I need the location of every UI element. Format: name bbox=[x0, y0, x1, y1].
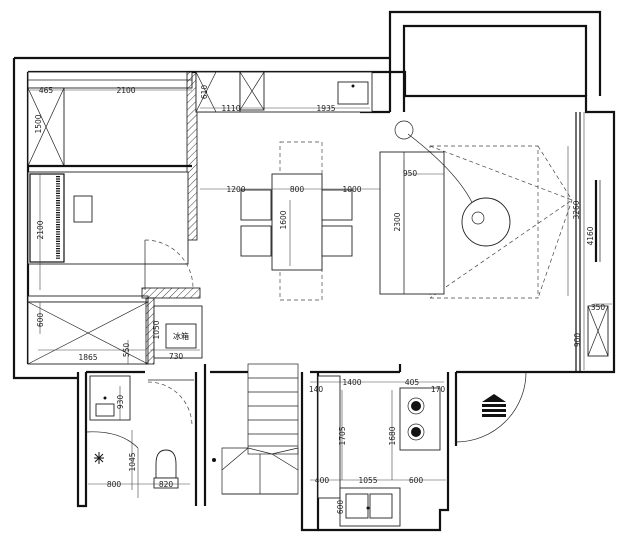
counter-left bbox=[317, 375, 341, 499]
dim-170: 170 bbox=[431, 385, 446, 394]
dim-550: 550 bbox=[122, 343, 131, 358]
entrance bbox=[454, 371, 527, 446]
dim-1200: 1200 bbox=[226, 185, 245, 194]
dim-1705: 1705 bbox=[338, 426, 347, 445]
dim-1600: 1600 bbox=[279, 210, 288, 229]
dim-610: 610 bbox=[200, 85, 209, 100]
lamp-base-icon bbox=[394, 120, 414, 140]
dim-800-bath: 800 bbox=[107, 480, 122, 489]
dim-1110: 1110 bbox=[221, 104, 240, 113]
dim-600-kitchen: 600 bbox=[409, 476, 424, 485]
bedroom bbox=[27, 71, 201, 365]
fridge: 冰箱 bbox=[153, 305, 203, 359]
desk bbox=[27, 171, 189, 265]
dimension-lines bbox=[30, 89, 612, 490]
dim-730: 730 bbox=[169, 352, 184, 361]
dim-930: 930 bbox=[116, 395, 125, 410]
balcony bbox=[388, 10, 602, 112]
bathroom bbox=[85, 375, 194, 498]
sink-icon bbox=[345, 493, 369, 519]
upper-counter bbox=[195, 71, 373, 113]
dim-820: 820 bbox=[159, 480, 174, 489]
living-set bbox=[379, 120, 573, 299]
dim-1055: 1055 bbox=[358, 476, 377, 485]
chair bbox=[73, 195, 93, 223]
exterior-walls bbox=[12, 56, 616, 532]
entrance-arrow-icon bbox=[482, 394, 506, 417]
dim-140: 140 bbox=[309, 385, 324, 394]
dim-1935: 1935 bbox=[316, 104, 335, 113]
dining-set bbox=[240, 141, 353, 301]
dim-600-left: 600 bbox=[36, 313, 45, 328]
dim-2100-left: 2100 bbox=[36, 220, 45, 239]
shower-head-icon bbox=[94, 452, 104, 464]
dim-1045: 1045 bbox=[128, 452, 137, 471]
dim-1680: 1680 bbox=[388, 426, 397, 445]
dim-405: 405 bbox=[405, 378, 420, 387]
dimension-labels: 465 2100 610 1110 1935 1500 1200 800 100… bbox=[34, 85, 605, 515]
stove bbox=[399, 387, 441, 451]
dim-1500: 1500 bbox=[34, 114, 43, 133]
kitchen bbox=[317, 375, 441, 527]
dim-1050: 1050 bbox=[152, 320, 161, 339]
coffee-table bbox=[461, 197, 511, 247]
dim-950: 950 bbox=[403, 169, 418, 178]
chair bbox=[321, 189, 353, 221]
dim-3260: 3260 bbox=[572, 200, 581, 219]
burner-icon bbox=[407, 397, 425, 441]
fridge-label: 冰箱 bbox=[173, 331, 189, 341]
dim-400: 400 bbox=[315, 476, 330, 485]
chair bbox=[321, 225, 353, 257]
sofa bbox=[379, 151, 445, 295]
dim-1865: 1865 bbox=[78, 353, 97, 362]
dim-2100-top: 2100 bbox=[116, 86, 135, 95]
shelf bbox=[27, 295, 149, 303]
staircase bbox=[212, 363, 299, 495]
chair bbox=[240, 189, 272, 221]
dim-2300: 2300 bbox=[393, 212, 402, 231]
sink-small-icon bbox=[337, 81, 369, 105]
dim-350: 350 bbox=[591, 303, 606, 312]
door-swing bbox=[144, 239, 194, 289]
dim-800-table: 800 bbox=[290, 185, 305, 194]
tv-wall bbox=[587, 180, 609, 357]
partition-wall bbox=[186, 71, 198, 241]
dim-1400: 1400 bbox=[342, 378, 361, 387]
chair bbox=[240, 225, 272, 257]
dim-900: 900 bbox=[573, 333, 582, 348]
toilet-icon bbox=[153, 449, 179, 489]
dim-4160: 4160 bbox=[586, 226, 595, 245]
dining-table bbox=[271, 173, 323, 271]
dim-600-sink: 600 bbox=[336, 500, 345, 515]
dim-1000: 1000 bbox=[342, 185, 361, 194]
dim-465: 465 bbox=[39, 86, 54, 95]
